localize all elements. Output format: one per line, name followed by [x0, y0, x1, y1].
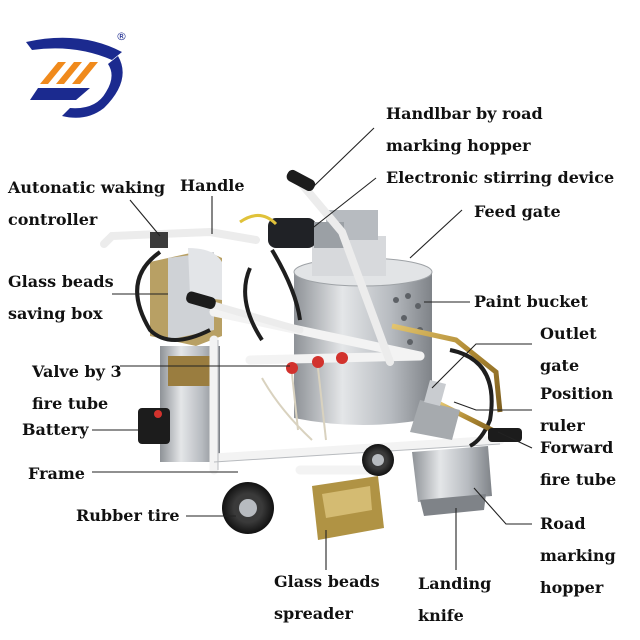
- label-glass-beads-spreader: Glass beads spreader: [274, 572, 380, 623]
- label-road-marking-hopper: Road marking hopper: [540, 514, 616, 597]
- registered-mark: ®: [116, 30, 127, 43]
- label-auto-walking-controller: Autonatic waking controller: [8, 178, 166, 229]
- label-feed-gate: Feed gate: [474, 202, 561, 221]
- label-landing-knife: Landing knife: [418, 574, 492, 625]
- label-stirring-device: Electronic stirring device: [386, 168, 615, 187]
- leader-feed-gate: [409, 209, 463, 259]
- label-handlebar: Handlbar by road marking hopper: [386, 104, 543, 155]
- leader-forward-fire-tube: [497, 431, 533, 449]
- label-outlet-gate: Outlet gate: [540, 324, 597, 375]
- machine-illustration: [100, 169, 522, 540]
- brand-logo: [26, 37, 123, 118]
- leader-position-ruler: [453, 401, 532, 411]
- leader-handlebar: [313, 127, 375, 187]
- label-forward-fire-tube: Forward fire tube: [540, 438, 617, 489]
- label-glass-beads-box: Glass beads saving box: [8, 272, 114, 323]
- label-position-ruler: Position ruler: [540, 384, 614, 435]
- label-handle: Handle: [180, 176, 245, 195]
- leader-lines: [92, 127, 533, 570]
- label-rubber-tire: Rubber tire: [76, 506, 180, 525]
- leader-stirring: [309, 177, 377, 231]
- label-paint-bucket: Paint bucket: [474, 292, 588, 311]
- label-valve: Valve by 3 fire tube: [32, 362, 122, 413]
- leader-outlet-gate: [431, 343, 532, 389]
- label-frame: Frame: [28, 464, 85, 483]
- label-battery: Battery: [22, 420, 89, 439]
- leader-road-hopper: [473, 487, 532, 525]
- leader-auto-walking: [129, 199, 161, 237]
